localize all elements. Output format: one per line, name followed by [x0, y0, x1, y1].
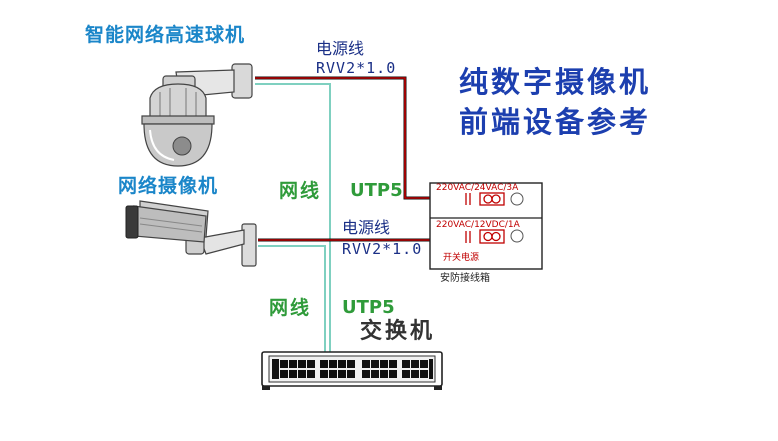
- network-cable-lower-name: 网线: [269, 297, 312, 319]
- ptz-camera-label: 智能网络高速球机: [85, 24, 246, 46]
- network-cable-upper-spec: UTP5: [350, 180, 403, 201]
- network-wires: [255, 83, 331, 372]
- power-cable-top-name: 电源线: [316, 39, 365, 58]
- switch-label: 交换机: [360, 319, 436, 344]
- power-cable-top-spec: RVV2*1.0: [316, 59, 397, 77]
- network-wire-bullet: [258, 245, 326, 372]
- ptz-dome-camera-icon: [141, 63, 253, 167]
- junction-box-label-1: 220VAC/24VAC/3A: [436, 183, 519, 193]
- junction-box: [429, 182, 543, 270]
- network-cable-lower-spec: UTP5: [342, 297, 395, 318]
- power-cable-mid-name: 电源线: [342, 218, 391, 237]
- bullet-camera-icon: [125, 200, 257, 267]
- page-title-line1: 纯数字摄像机: [459, 65, 652, 99]
- network-cable-upper-name: 网线: [279, 180, 322, 202]
- power-cable-mid-spec: RVV2*1.0: [342, 240, 423, 258]
- page-title-line2: 前端设备参考: [459, 105, 652, 139]
- power-transformer-icon: [465, 192, 505, 244]
- network-wire-ptz: [255, 83, 331, 372]
- junction-box-label-2: 220VAC/12VDC/1A: [436, 220, 520, 230]
- network-switch-icon: [261, 351, 443, 390]
- junction-box-caption: 安防接线箱: [440, 273, 490, 284]
- junction-box-label-3: 开关电源: [443, 253, 480, 263]
- bullet-camera-label: 网络摄像机: [118, 175, 219, 197]
